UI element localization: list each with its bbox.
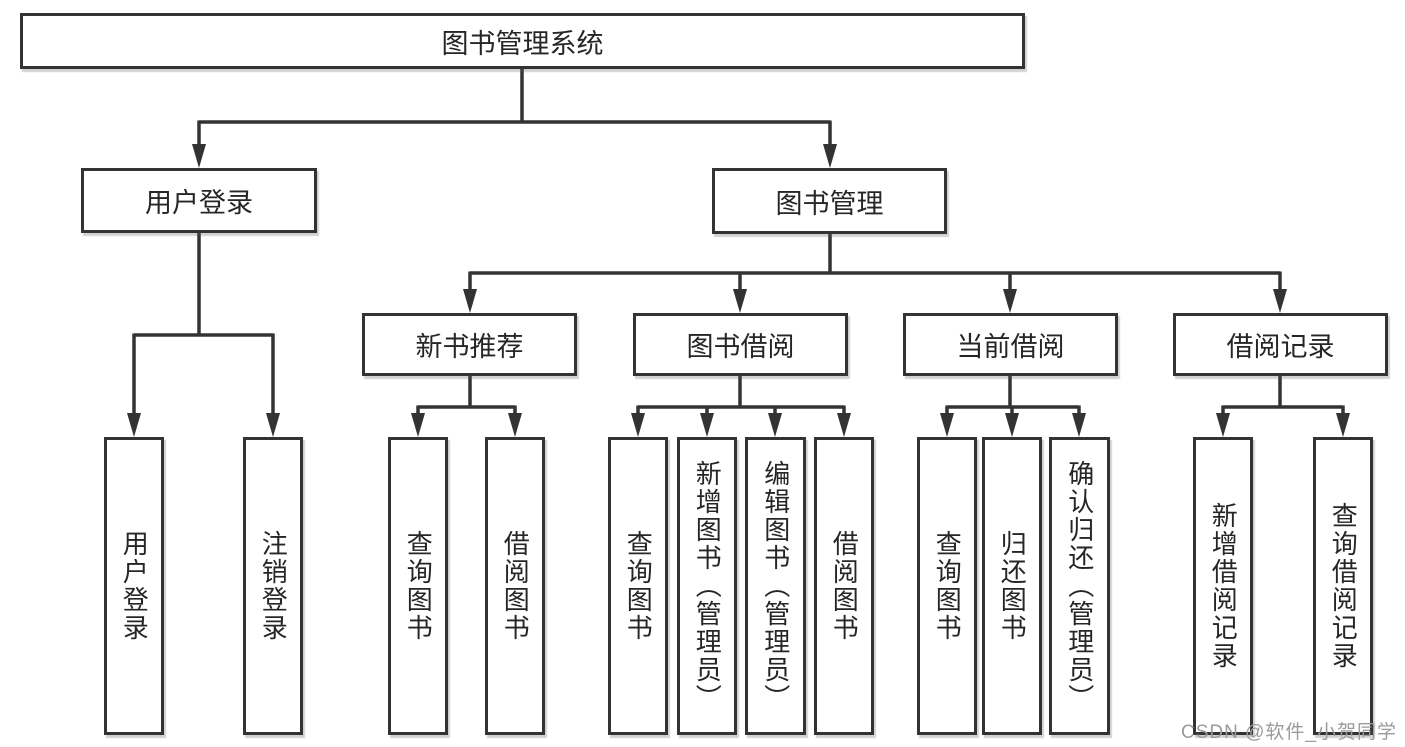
node-book-management: 图书管理 xyxy=(712,168,947,234)
leaf-confirm-return-admin: 确认归还（管理员） xyxy=(1049,437,1110,735)
leaf-borrow-books: 借阅图书 xyxy=(814,437,874,735)
connector-book-borrowing-branch xyxy=(631,376,851,437)
node-library-system: 图书管理系统 xyxy=(20,13,1025,69)
watermark: CSDN @软件_小贺同学 xyxy=(1181,722,1397,743)
leaf-add-books-admin: 新增图书（管理员） xyxy=(677,437,737,735)
leaf-query-books-borrowing: 查询图书 xyxy=(608,437,668,735)
connector-current-borrowing-branch xyxy=(940,376,1086,437)
connector-user-login-branch xyxy=(127,233,280,437)
leaf-return-books: 归还图书 xyxy=(982,437,1042,735)
connector-new-books-branch xyxy=(411,376,522,437)
node-new-book-recommendation: 新书推荐 xyxy=(362,313,577,376)
connector-borrow-records-branch xyxy=(1216,376,1350,437)
leaf-query-books-recommend: 查询图书 xyxy=(388,437,448,735)
connector-root-to-level2 xyxy=(192,69,837,168)
node-current-borrowing: 当前借阅 xyxy=(903,313,1118,376)
leaf-logout: 注销登录 xyxy=(243,437,303,735)
leaf-user-login: 用户登录 xyxy=(104,437,164,735)
leaf-add-borrow-record: 新增借阅记录 xyxy=(1193,437,1253,735)
node-book-borrowing: 图书借阅 xyxy=(633,313,848,376)
connector-book-management-branch xyxy=(463,234,1287,313)
leaf-edit-books-admin: 编辑图书（管理员） xyxy=(745,437,806,735)
node-user-login: 用户登录 xyxy=(81,168,317,233)
leaf-query-books-current: 查询图书 xyxy=(917,437,977,735)
leaf-borrow-books-recommend: 借阅图书 xyxy=(485,437,545,735)
leaf-query-borrow-record: 查询借阅记录 xyxy=(1313,437,1373,735)
node-borrowing-records: 借阅记录 xyxy=(1173,313,1388,376)
